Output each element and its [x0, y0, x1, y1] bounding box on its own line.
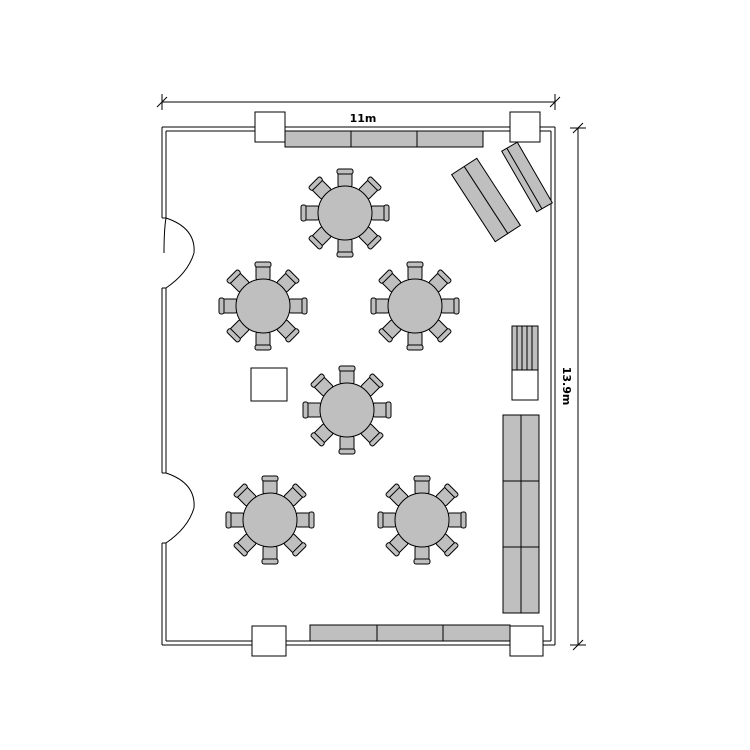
- round-table-1[interactable]: [300, 168, 390, 258]
- chair[interactable]: [338, 435, 356, 455]
- round-table-6[interactable]: [377, 475, 467, 565]
- column-bottom-left: [251, 625, 287, 657]
- width-dimension: 11m: [156, 94, 561, 125]
- tables-group: [218, 168, 467, 565]
- table-top: [387, 278, 443, 334]
- table-top: [242, 492, 298, 548]
- stage-steps: [511, 325, 539, 401]
- right-counter: [502, 414, 540, 614]
- chair[interactable]: [261, 475, 279, 495]
- chair[interactable]: [225, 511, 245, 529]
- chair[interactable]: [288, 297, 308, 315]
- chair[interactable]: [261, 545, 279, 565]
- chair[interactable]: [302, 401, 322, 419]
- door-lower[interactable]: [165, 472, 195, 544]
- height-label: 13.9m: [560, 367, 573, 406]
- bottom-counter: [309, 624, 511, 642]
- chair[interactable]: [336, 238, 354, 258]
- column-top-right: [509, 111, 541, 143]
- chair[interactable]: [413, 545, 431, 565]
- chair[interactable]: [413, 475, 431, 495]
- table-top: [394, 492, 450, 548]
- column-bottom-right: [509, 625, 544, 657]
- round-table-5[interactable]: [225, 475, 315, 565]
- chair[interactable]: [406, 331, 424, 351]
- small-box: [250, 367, 288, 402]
- sofa-angled-large: [450, 157, 522, 243]
- chair[interactable]: [377, 511, 397, 529]
- chair[interactable]: [254, 261, 272, 281]
- round-table-4[interactable]: [302, 365, 392, 455]
- chair[interactable]: [440, 297, 460, 315]
- chair[interactable]: [372, 401, 392, 419]
- chair[interactable]: [254, 331, 272, 351]
- round-table-3[interactable]: [370, 261, 460, 351]
- sofa-angled-small: [501, 141, 553, 213]
- chair[interactable]: [300, 204, 320, 222]
- chair[interactable]: [406, 261, 424, 281]
- round-table-2[interactable]: [218, 261, 308, 351]
- table-top: [317, 185, 373, 241]
- table-top: [235, 278, 291, 334]
- door-upper[interactable]: [163, 217, 195, 289]
- height-dimension: 13.9m: [560, 122, 586, 651]
- chair[interactable]: [295, 511, 315, 529]
- width-label: 11m: [350, 112, 377, 125]
- chair[interactable]: [338, 365, 356, 385]
- column-top-left: [254, 111, 286, 143]
- top-counter: [284, 130, 484, 148]
- chair[interactable]: [447, 511, 467, 529]
- chair[interactable]: [336, 168, 354, 188]
- chair[interactable]: [370, 297, 390, 315]
- chair[interactable]: [370, 204, 390, 222]
- table-top: [319, 382, 375, 438]
- chair[interactable]: [218, 297, 238, 315]
